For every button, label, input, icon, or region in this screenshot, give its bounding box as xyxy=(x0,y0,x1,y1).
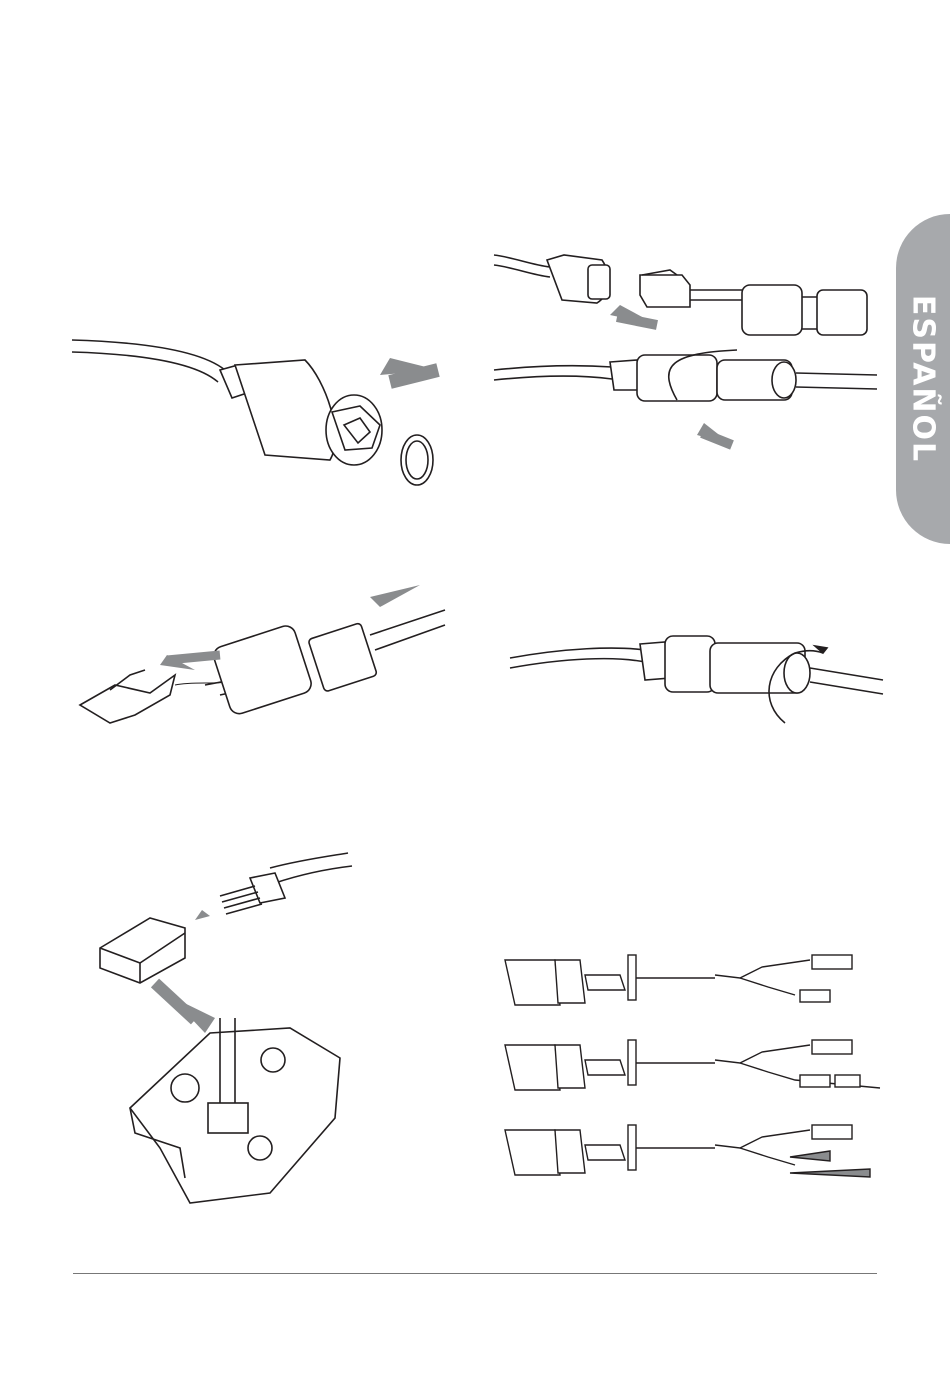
cable-variant-2 xyxy=(505,1040,880,1090)
cable-variant-3 xyxy=(505,1125,870,1177)
language-tab-label: ESPAÑOL xyxy=(906,295,941,463)
figure-seal-ring-insert xyxy=(60,320,460,490)
figure-camera-cable-variants xyxy=(500,945,885,1185)
figure-thread-cable-through-cap xyxy=(75,575,450,735)
figure-connect-plug-and-tighten xyxy=(492,245,887,460)
figure-tighten-cap xyxy=(505,628,885,733)
cable-variant-1 xyxy=(505,955,852,1005)
footer-divider xyxy=(73,1273,877,1274)
figure-crimp-rj45-connector xyxy=(90,848,355,1218)
